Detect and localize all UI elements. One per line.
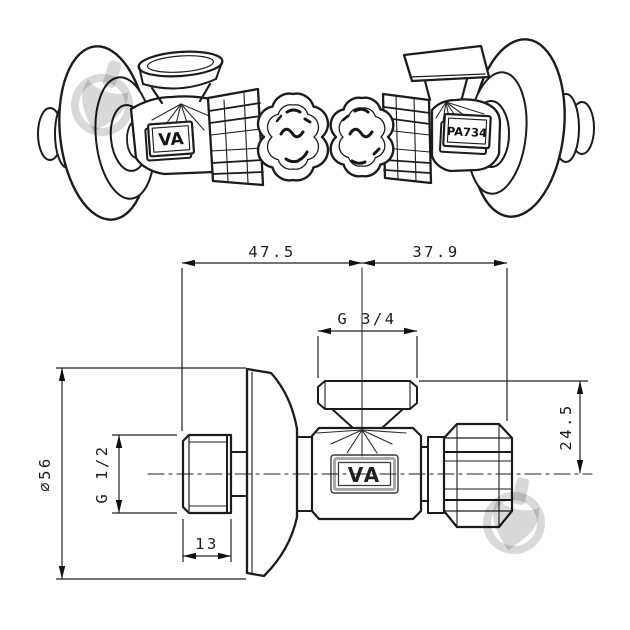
knob-face	[329, 96, 395, 178]
body-funnel-lines	[316, 429, 407, 454]
knurled-nut	[442, 422, 514, 529]
knob-emboss-marks	[341, 107, 381, 165]
tech-drawing: VA	[147, 267, 593, 578]
dim-phi56: ⌀56	[36, 456, 54, 492]
dimensions: 47.5 37.9 G 3/4 ⌀56 G 1/2	[36, 243, 588, 580]
knob-collar	[206, 87, 265, 187]
dimension-total-left-right: 47.5 37.9	[181, 243, 508, 431]
dim-47-5: 47.5	[248, 243, 295, 261]
dim-24-5: 24.5	[557, 403, 575, 450]
plate-label-right: PA734	[446, 124, 487, 140]
body-label: VA	[348, 463, 382, 487]
dimension-thread-length: 13	[182, 519, 232, 562]
watermark-logo-icon	[483, 477, 545, 554]
iso-view-left: VA	[37, 45, 330, 221]
dim-g12: G 1/2	[93, 444, 111, 503]
knob-face	[256, 92, 330, 182]
dimension-flange-diameter: ⌀56	[36, 367, 246, 580]
watermarks	[71, 60, 545, 554]
nut-ring	[427, 436, 445, 514]
knob-emboss-marks	[275, 108, 312, 164]
brand-plate-right: PA734	[438, 112, 492, 155]
dim-g34: G 3/4	[337, 310, 396, 328]
dim-13: 13	[195, 535, 219, 553]
top-port	[137, 50, 224, 90]
watermark-logo-icon	[71, 60, 133, 136]
wall-flange	[245, 367, 299, 578]
dim-37-9: 37.9	[412, 243, 459, 261]
top-outlet	[317, 380, 418, 429]
dimension-inlet-thread: G 1/2	[93, 434, 177, 514]
dimension-center-to-top: 24.5	[419, 380, 588, 473]
plate-label-left: VA	[158, 129, 185, 151]
dimension-top-thread: G 3/4	[317, 310, 418, 378]
iso-view-right: PA734	[329, 38, 595, 218]
brand-plate-left: VA	[144, 120, 196, 162]
top-port-bar	[402, 44, 491, 102]
